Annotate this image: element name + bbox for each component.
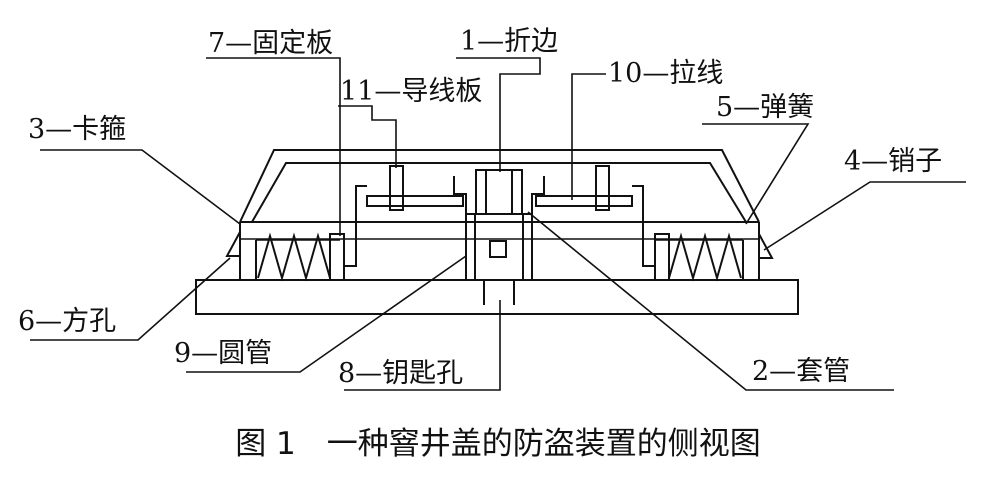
left-pin-wedge	[225, 231, 241, 257]
leader-lines	[30, 57, 966, 391]
central-lock	[453, 169, 545, 305]
label-hem: 1—折边	[460, 26, 558, 57]
outer-frame	[239, 149, 760, 223]
left-spring	[257, 232, 331, 282]
right-pin-wedge	[758, 233, 774, 259]
label-keyhole: 8—钥匙孔	[338, 358, 463, 389]
label-fixing-plate: 7—固定板	[208, 28, 333, 59]
label-clamp: 3—卡箍	[28, 114, 126, 145]
label-spring: 5—弹簧	[716, 92, 814, 123]
right-spring	[668, 232, 742, 282]
label-pull-wire: 10—拉线	[608, 58, 723, 89]
figure-caption: 图 1 一种窨井盖的防盗装置的侧视图	[235, 426, 761, 462]
horizontal-beams	[240, 221, 759, 240]
label-pin: 4—销子	[844, 146, 942, 177]
label-sleeve: 2—套管	[752, 356, 850, 387]
label-square-hole: 6—方孔	[18, 306, 116, 337]
base-plate	[195, 279, 799, 315]
label-guide-plate: 11—导线板	[340, 76, 482, 107]
label-round-tube: 9—圆管	[174, 338, 272, 369]
right-fixing-post	[535, 165, 670, 281]
